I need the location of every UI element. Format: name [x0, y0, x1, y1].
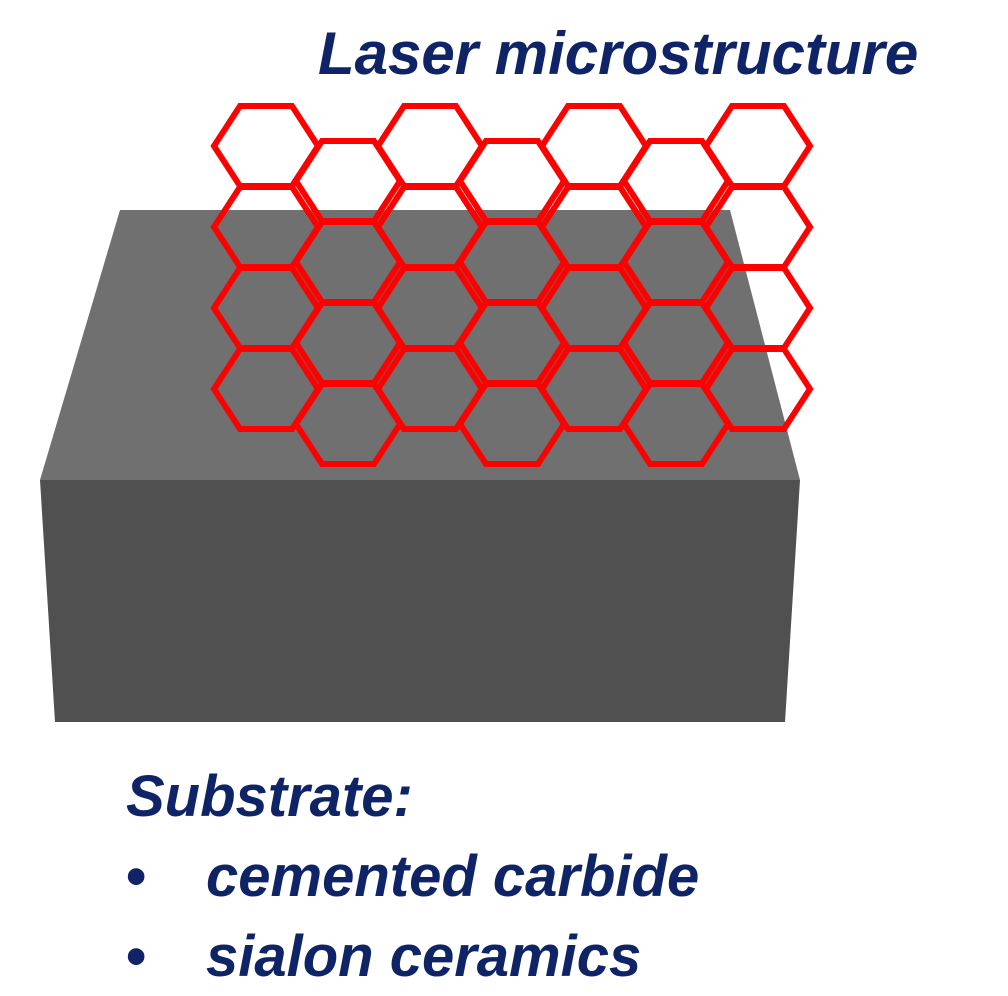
- hexagon-cell: [702, 346, 814, 432]
- substrate-list-item: •sialon ceramics: [126, 928, 641, 986]
- diagram-title: Laser microstructure: [318, 20, 919, 87]
- hexagon-cell: [702, 103, 814, 189]
- block-front-face: [40, 480, 800, 722]
- substrate-heading: Substrate:: [126, 764, 413, 829]
- laser-microstructure-hexagons: [210, 103, 814, 467]
- substrate-item-label: sialon ceramics: [206, 924, 642, 989]
- substrate-list-item: •cemented carbide: [126, 848, 699, 906]
- bullet-icon: •: [126, 844, 147, 909]
- bullet-icon: •: [126, 924, 147, 989]
- substrate-item-label: cemented carbide: [206, 844, 700, 909]
